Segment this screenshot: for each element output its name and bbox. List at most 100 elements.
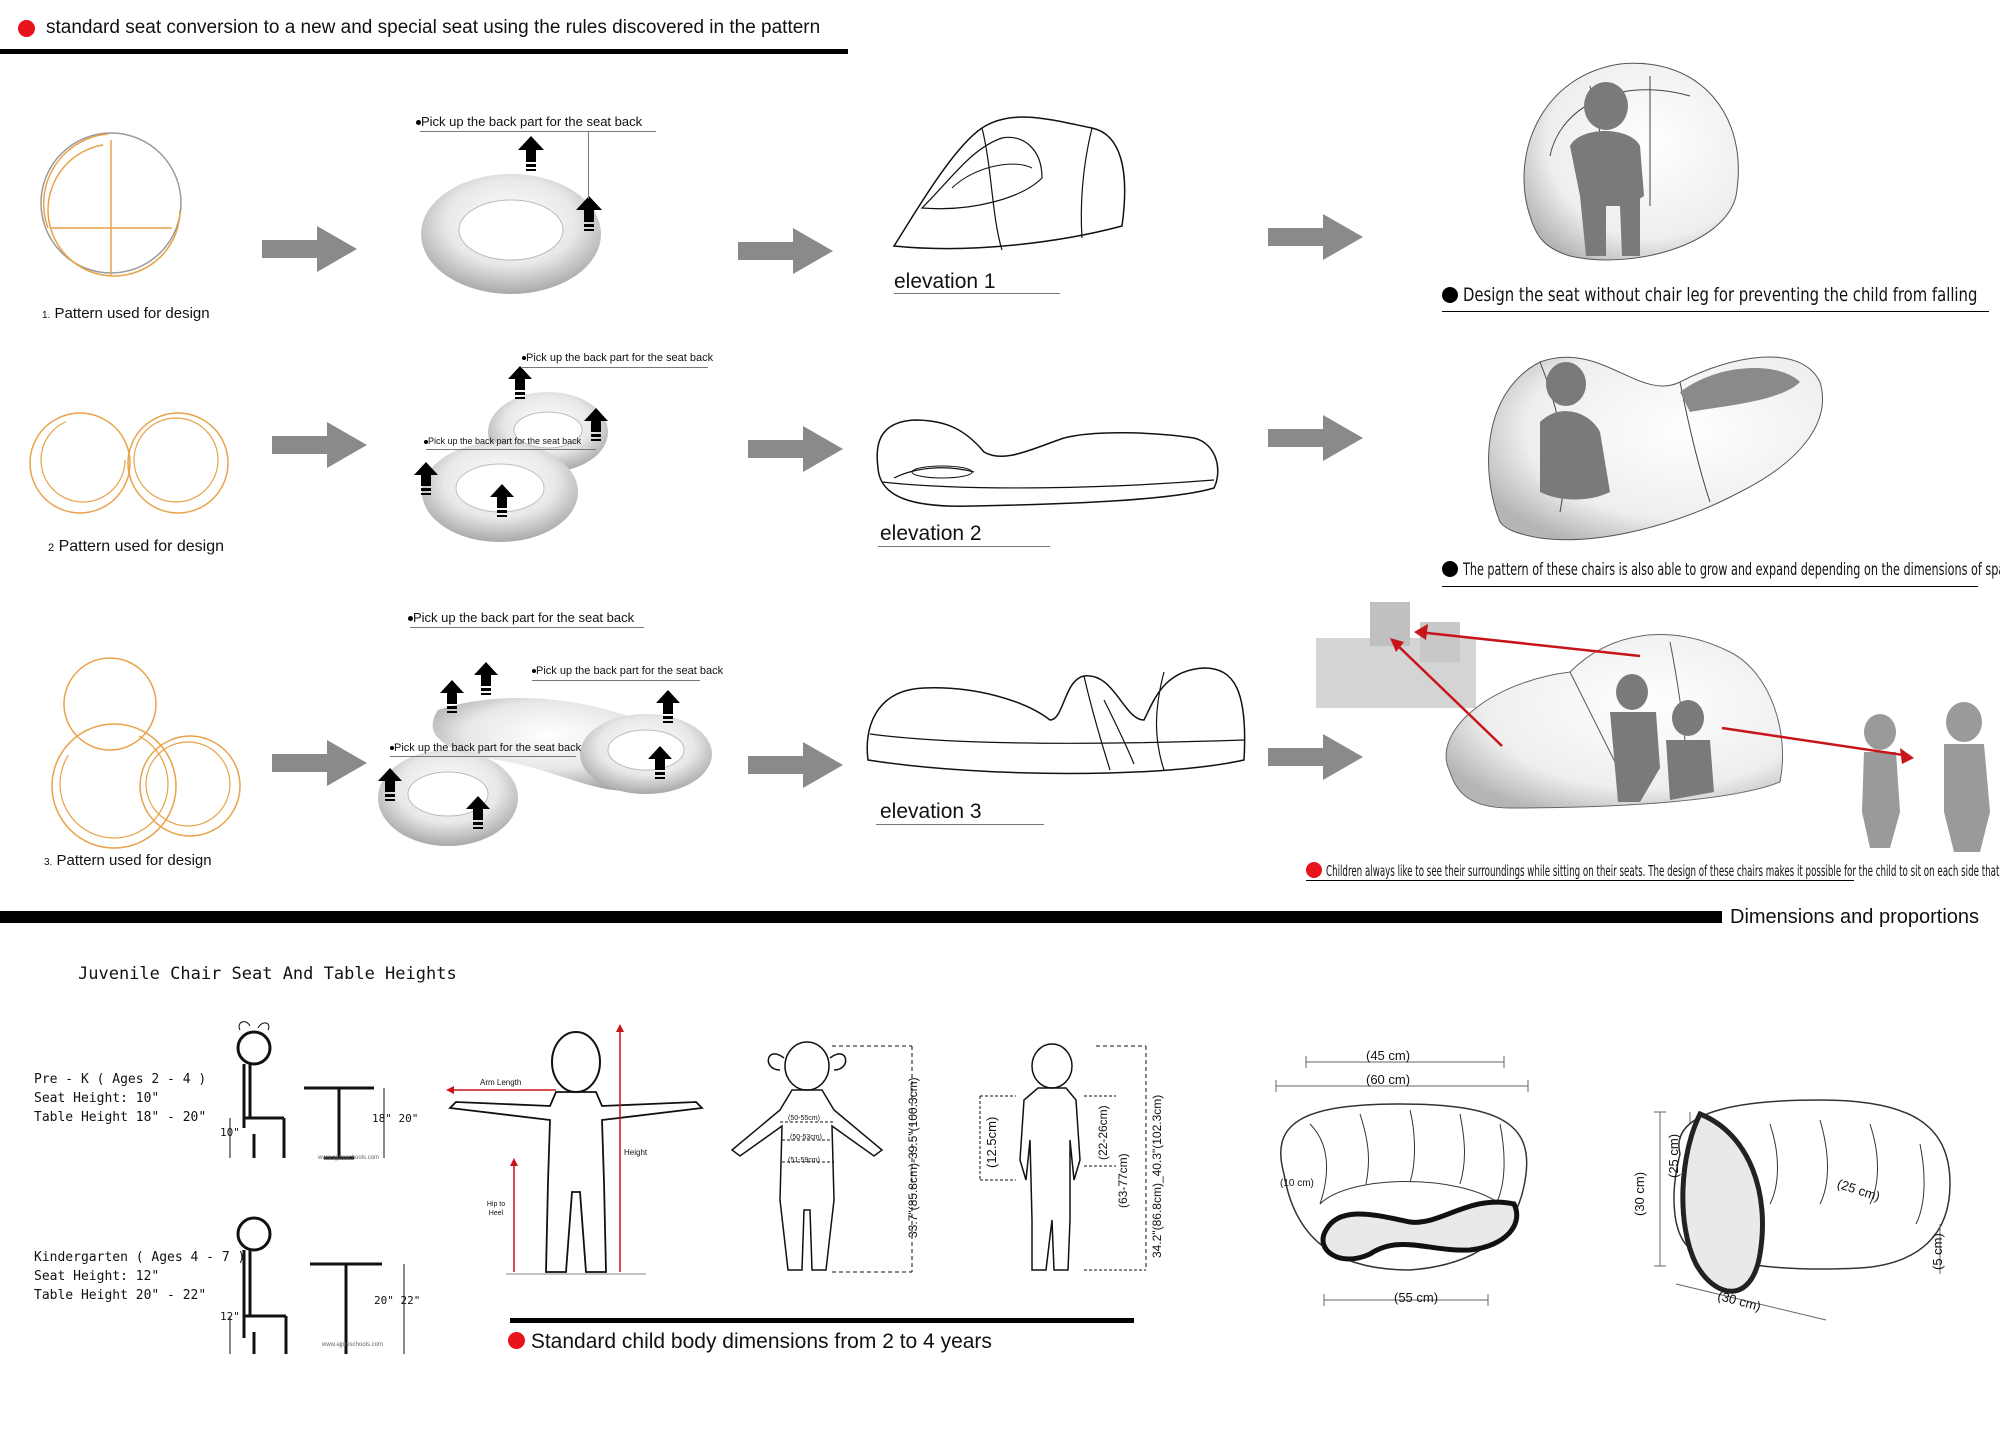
flow-arrow-2b [748, 426, 843, 472]
chair-1-dim-60: (60 cm) [1366, 1072, 1411, 1087]
pickup-label: Pick up the back part for the seat back [532, 665, 723, 677]
kinder-table-dim: 20" 22" [374, 1294, 421, 1307]
header-divider [0, 49, 848, 54]
boy-dim-a: (12.5cm) [984, 1116, 999, 1168]
note-2-underline [1442, 586, 1978, 587]
chair-2-dim-5: (5 cm) [1930, 1233, 1945, 1270]
pickup-underline [522, 367, 708, 368]
pickup-label: Pick up the back part for the seat back [522, 352, 713, 364]
pattern-3-label: 3. Pattern used for design [44, 852, 212, 869]
note-1-underline [1442, 311, 1989, 312]
pickup-underline [390, 756, 576, 757]
up-arrow-icon [440, 680, 464, 713]
credit-text: www.ajpreschools.com [322, 1342, 384, 1348]
credit-text: www.ajpreschools.com [318, 1155, 380, 1161]
elevation-2-underline [878, 546, 1050, 547]
chair-2-dimension-drawing [1654, 1099, 1951, 1321]
page-title: standard seat conversion to a new and sp… [46, 17, 821, 38]
section-divider [0, 911, 1722, 923]
up-arrow-icon [508, 366, 532, 399]
chair-2-dim-25-height: (25 cm) [1666, 1133, 1681, 1178]
body-figure-arm-span [446, 1024, 704, 1275]
pickup-label: Pick up the back part for the seat back [424, 436, 581, 446]
section-title: Dimensions and proportions [1730, 906, 1980, 928]
elevation-3-underline [876, 824, 1044, 825]
up-arrow-icon [648, 746, 672, 779]
up-arrow-icon [414, 462, 438, 495]
boy-dim-b: (22-26cm) [1096, 1105, 1110, 1160]
kinder-line-1: Kindergarten ( Ages 4 - 7 ) [34, 1250, 246, 1265]
elevation-1-label: elevation 1 [894, 270, 996, 293]
note-2: The pattern of these chairs is also able… [1442, 560, 2000, 580]
elevation-3-label: elevation 3 [880, 800, 982, 823]
height-label: Height [624, 1148, 648, 1157]
header-bullet [18, 20, 35, 37]
note-1: Design the seat without chair leg for pr… [1442, 284, 2000, 307]
up-arrow-icon [474, 662, 498, 695]
girl-dim-b: (50-53cm) [790, 1134, 822, 1141]
flow-arrow-2a [272, 422, 367, 468]
pattern-2-label: 2 Pattern used for design [48, 538, 225, 555]
prek-line-2: Seat Height: 10" [34, 1091, 160, 1106]
pattern-3-drawing [51, 657, 241, 849]
arm-length-label: Arm Length [480, 1078, 522, 1087]
flow-arrow-2c [1268, 415, 1363, 461]
chair-2-dim-30-height: (30 cm) [1632, 1171, 1647, 1216]
pickup-underline [426, 449, 596, 450]
note-3-underline [1306, 880, 1854, 881]
standard-caption-rule [510, 1318, 1134, 1323]
girl-dim-c: (51-59cm) [788, 1157, 820, 1164]
kinder-line-2: Seat Height: 12" [34, 1269, 160, 1284]
pattern-1-label: 1. Pattern used for design [42, 305, 210, 322]
chair-1-dim-55: (55 cm) [1394, 1290, 1439, 1305]
girl-dim-total: 33.7"(85.8cm)-39.5"(100.3cm) [906, 1077, 920, 1238]
torus-1 [421, 174, 601, 294]
up-arrow-icon [466, 796, 490, 829]
boy-dim-total: 34.2"(86.8cm)_40.3"(102.3cm) [1150, 1094, 1164, 1258]
torus-2 [422, 392, 608, 542]
girl-dim-a: (50-55cm) [788, 1115, 820, 1122]
render-seat-1 [1523, 62, 1739, 261]
elevation-2-label: elevation 2 [880, 522, 982, 545]
standard-caption: Standard child body dimensions from 2 to… [508, 1330, 992, 1354]
chair-1-dim-45: (45 cm) [1366, 1048, 1411, 1063]
elevation-3-drawing [866, 667, 1246, 775]
up-arrow-icon [518, 136, 544, 171]
up-arrow-icon [656, 690, 680, 723]
prek-line-3: Table Height 18" - 20" [34, 1110, 207, 1125]
elevation-2-drawing [876, 419, 1219, 507]
pickup-label: Pick up the back part for the seat back [408, 610, 634, 625]
kinder-seat-dim: 12" [220, 1310, 240, 1323]
pattern-1-drawing [40, 132, 182, 277]
flow-arrow-3c [1268, 734, 1363, 780]
flow-arrow-1a [262, 226, 357, 272]
up-arrow-icon [490, 484, 514, 517]
kinder-line-3: Table Height 20" - 22" [34, 1288, 207, 1303]
hip-heel-label: Hip to Heel [486, 1201, 506, 1217]
prek-line-1: Pre - K ( Ages 2 - 4 ) [34, 1072, 207, 1087]
pickup-label: Pick up the back part for the seat back [416, 114, 642, 129]
render-seat-3-scene [1316, 602, 1990, 852]
pickup-underline [532, 680, 700, 681]
render-seat-2 [1488, 356, 1823, 541]
flow-arrow-3b [748, 742, 843, 788]
pickup-underline [420, 131, 656, 132]
boy-dim-c: (63-77cm) [1116, 1153, 1130, 1208]
elevation-1-underline [894, 293, 1060, 294]
up-arrow-icon [576, 196, 602, 231]
prek-table-dim: 18" 20" [372, 1112, 419, 1125]
leader-line [588, 131, 589, 199]
flow-arrow-1c [1268, 214, 1363, 260]
pickup-label: Pick up the back part for the seat back [390, 742, 581, 754]
pattern-2-drawing [29, 412, 229, 514]
prek-chair-table-drawing [229, 1021, 385, 1160]
elevation-1-drawing [892, 116, 1126, 251]
chair-1-dimension-drawing [1275, 1056, 1529, 1306]
note-3: Children always like to see their surrou… [1306, 862, 2000, 880]
juvenile-title: Juvenile Chair Seat And Table Heights [78, 964, 457, 984]
boy-figure-drawing [979, 1043, 1147, 1271]
up-arrow-icon [378, 768, 402, 801]
kinder-chair-table-drawing [229, 1216, 405, 1354]
girl-figure-drawing [730, 1041, 913, 1273]
torus-3 [378, 697, 712, 846]
